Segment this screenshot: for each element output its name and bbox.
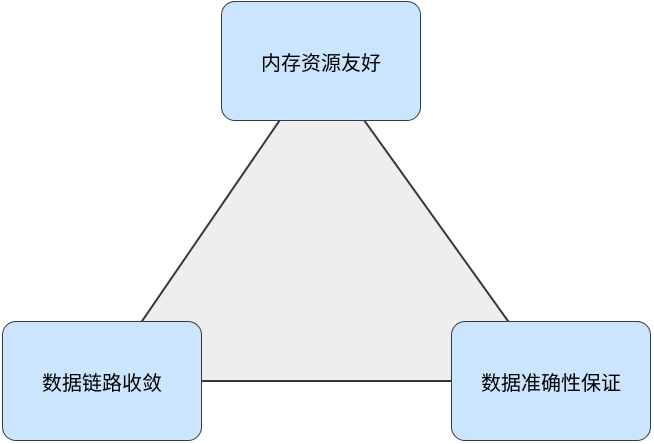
node-link-convergence: 数据链路收敛: [2, 321, 202, 441]
central-triangle: [100, 59, 552, 382]
node-memory-friendly: 内存资源友好: [221, 1, 421, 121]
node-accuracy-guarantee: 数据准确性保证: [451, 321, 651, 441]
node-label: 数据链路收敛: [42, 370, 162, 395]
node-label: 内存资源友好: [261, 50, 381, 75]
node-label: 数据准确性保证: [481, 370, 621, 395]
